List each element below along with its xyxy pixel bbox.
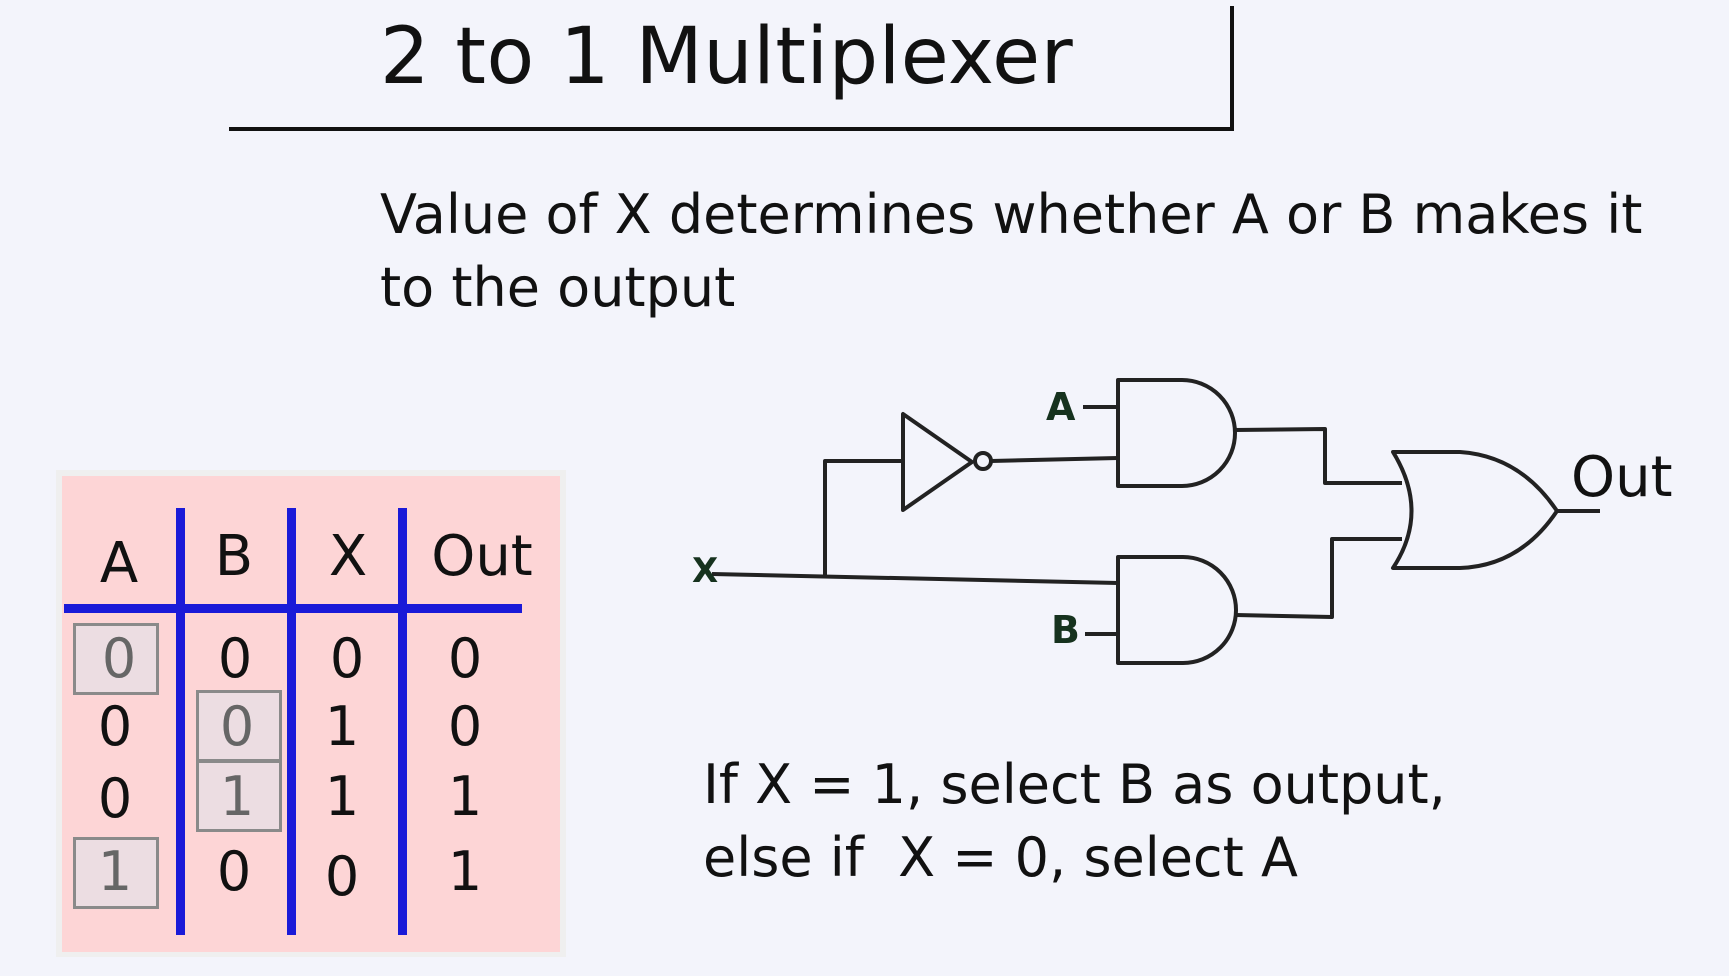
highlight-box-b-row2 <box>196 690 282 762</box>
wire-x-branch <box>823 459 903 576</box>
title-bracket <box>1230 6 1234 131</box>
selection-rule: If X = 1, select B as output, else if X … <box>703 748 1446 894</box>
wire-not-out <box>990 456 1119 463</box>
table-header-divider <box>64 604 522 613</box>
table-cell: 0 <box>219 695 255 758</box>
table-cell: 0 <box>447 695 483 758</box>
label-x: X <box>692 551 719 591</box>
table-header-b: B <box>214 524 254 589</box>
table-cell: 1 <box>324 695 360 758</box>
table-cell: 1 <box>324 765 360 828</box>
table-cell: 0 <box>324 845 360 908</box>
description-line-1: Value of X determines whether A or B mak… <box>380 183 1643 246</box>
table-header-x: X <box>328 524 368 589</box>
table-divider-2 <box>287 508 296 935</box>
not-gate <box>901 412 974 512</box>
table-cell: 0 <box>217 627 253 690</box>
and-gate-top <box>1116 378 1237 488</box>
table-header-out: Out <box>431 524 533 589</box>
table-cell: 0 <box>97 695 133 758</box>
title-underline <box>229 127 1234 131</box>
highlight-box-b-row3 <box>196 760 282 832</box>
highlight-box-a-row1 <box>73 623 159 695</box>
table-cell: 1 <box>97 840 133 903</box>
table-header-a: A <box>99 531 139 596</box>
table-divider-3 <box>398 508 407 935</box>
table-cell: 0 <box>97 767 133 830</box>
table-cell: 1 <box>219 765 255 828</box>
description: Value of X determines whether A or B mak… <box>380 178 1642 324</box>
table-cell: 0 <box>447 627 483 690</box>
wire-x <box>711 572 1119 585</box>
wire-and1-out <box>1234 427 1402 485</box>
page-title: 2 to 1 Multiplexer <box>380 12 1074 102</box>
selection-rule-line-2: else if X = 0, select A <box>703 826 1298 889</box>
table-cell: 0 <box>216 840 252 903</box>
wire-and2-out <box>1235 537 1402 619</box>
highlight-box-a-row4 <box>73 837 159 909</box>
description-line-2: to the output <box>380 256 736 319</box>
table-cell: 0 <box>101 627 137 690</box>
table-cell: 0 <box>329 627 365 690</box>
not-gate-bubble <box>973 451 993 471</box>
label-out: Out <box>1571 445 1673 510</box>
table-cell: 1 <box>447 765 483 828</box>
or-gate <box>1391 450 1559 570</box>
table-cell: 1 <box>447 840 483 903</box>
and-gate-bottom <box>1116 555 1238 665</box>
table-divider-1 <box>176 508 185 935</box>
label-a: A <box>1046 385 1076 429</box>
selection-rule-line-1: If X = 1, select B as output, <box>703 753 1446 816</box>
label-b: B <box>1051 608 1080 652</box>
